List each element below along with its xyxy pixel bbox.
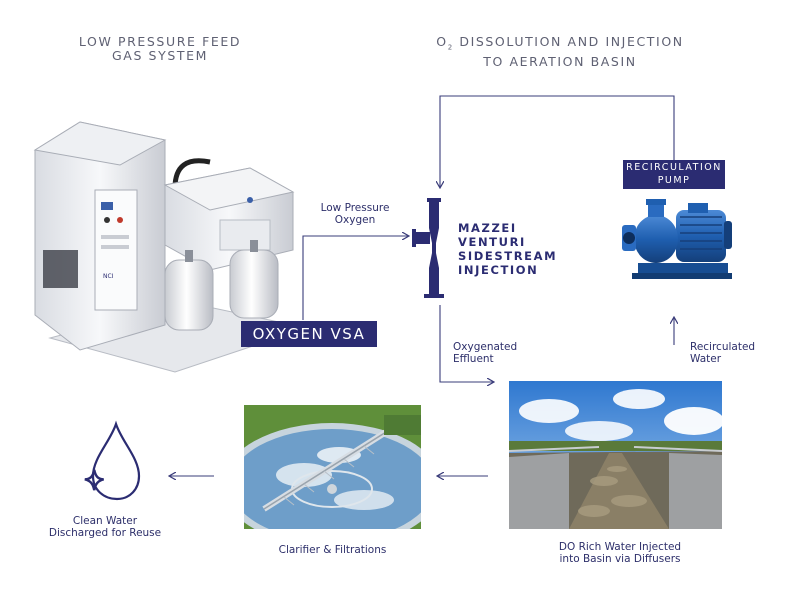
do-rich-water-line2: into Basin via Diffusers (559, 553, 681, 565)
oxygenated-effluent-line (439, 305, 493, 382)
oxygen-feed-line (302, 236, 408, 320)
o2-header-line1: O2 DISSOLUTION AND INJECTION (415, 35, 705, 55)
oxygen-vsa-machine: NCI (33, 121, 309, 373)
clarifier-label: Clarifier & Filtrations (278, 544, 387, 556)
oxygenated-effluent-label: Oxygenated Effluent (453, 341, 517, 365)
o2-dissolution-header: O2 DISSOLUTION AND INJECTION TO AERATION… (415, 35, 705, 69)
clean-water-line1: Clean Water (72, 515, 138, 527)
recirculation-pump-line2: PUMP (657, 175, 691, 186)
o2-subscript: 2 (447, 43, 454, 52)
feed-gas-header-line1: LOW PRESSURE FEED (78, 34, 242, 49)
clean-water-label: Clean Water Discharged for Reuse (30, 515, 180, 539)
low-pressure-oxygen-line1: Low Pressure (320, 202, 390, 214)
mazzei-line4: INJECTION (458, 263, 539, 277)
do-rich-water-label: DO Rich Water Injected into Basin via Di… (520, 541, 720, 565)
recirculation-loop-line (440, 95, 675, 187)
low-pressure-oxygen-line2: Oxygen (334, 214, 376, 226)
mazzei-line3: SIDESTREAM (458, 249, 558, 263)
recirculation-pump-line1: RECIRCULATION (626, 162, 722, 173)
venturi-injector-icon (412, 198, 444, 298)
water-drop-icon (84, 420, 141, 501)
recirculated-water-label: Recirculated Water (690, 341, 755, 365)
oxygenated-effluent-line2: Effluent (453, 353, 494, 365)
o2-symbol: O (436, 34, 448, 49)
recirculated-water-line2: Water (690, 353, 722, 365)
o2-header-line2: TO AERATION BASIN (483, 53, 637, 69)
recirculated-water-line1: Recirculated (690, 341, 756, 353)
low-pressure-oxygen-label: Low Pressure Oxygen (315, 202, 395, 226)
oxygen-vsa-label: OXYGEN VSA (241, 321, 377, 347)
mazzei-line1: MAZZEI (458, 221, 517, 235)
o2-header-text: DISSOLUTION AND INJECTION (453, 34, 684, 49)
vsa-brand-text: NCI (103, 273, 114, 280)
clean-water-line2: Discharged for Reuse (48, 527, 162, 539)
mazzei-venturi-label: MAZZEI VENTURI SIDESTREAM INJECTION (458, 221, 557, 277)
feed-gas-header: LOW PRESSURE FEED GAS SYSTEM (60, 35, 260, 63)
mazzei-line2: VENTURI (458, 235, 526, 249)
sparkle-icon (84, 469, 105, 491)
clarifier-photo (244, 405, 421, 529)
feed-gas-header-line2: GAS SYSTEM (112, 48, 208, 63)
do-rich-water-line1: DO Rich Water Injected (558, 541, 682, 553)
aeration-basin-photo (509, 381, 722, 529)
recirculation-pump-image (622, 199, 732, 279)
oxygenated-effluent-line1: Oxygenated (453, 341, 518, 353)
recirculation-pump-label: RECIRCULATION PUMP (623, 160, 725, 189)
